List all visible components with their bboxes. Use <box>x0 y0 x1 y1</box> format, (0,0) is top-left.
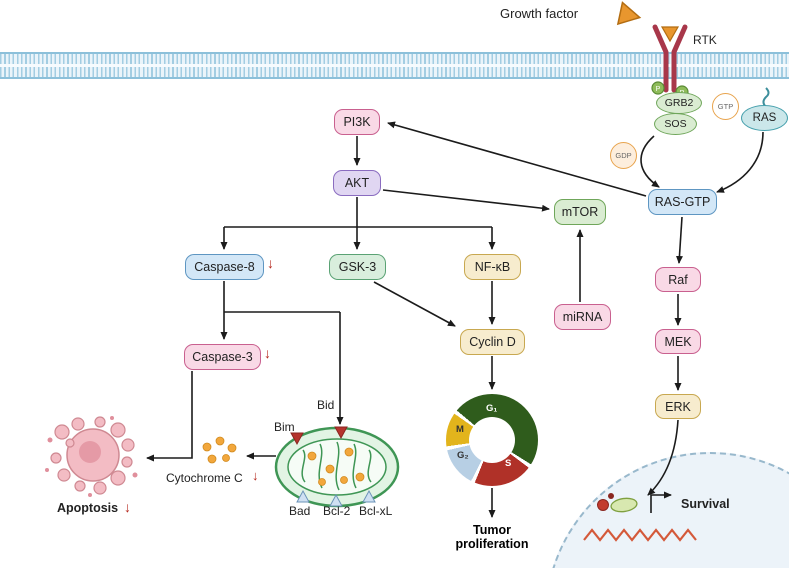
arrow-akt-mtor <box>382 189 550 212</box>
plasma-membrane <box>0 52 789 79</box>
arrow-ras-rasgtp <box>716 131 764 193</box>
arrow-rasgtp-raf <box>675 216 683 264</box>
node-cyclin-d: Cyclin D <box>460 329 525 355</box>
tumor-proliferation-label: Tumor proliferation <box>455 523 529 551</box>
cell-cycle-donut: G₁ S G₂ M <box>446 394 538 486</box>
node-gdp: GDP <box>610 142 637 169</box>
caspase8-decrease-arrow: ↓ <box>267 255 274 271</box>
bh3-protein-red-triangles-icon <box>290 426 348 446</box>
node-mek: MEK <box>655 329 701 354</box>
bid-label: Bid <box>317 398 335 412</box>
node-erk: ERK <box>655 394 701 419</box>
node-mtor: mTOR <box>554 199 606 225</box>
growth-factor-ligand-icon <box>616 1 680 43</box>
arrow-rasgtp-pi3k <box>387 121 647 197</box>
node-ras-gtp: RAS-GTP <box>648 189 717 215</box>
node-ras: RAS <box>741 105 788 131</box>
node-gtp: GTP <box>712 93 739 120</box>
akt-branch-connector <box>224 197 492 228</box>
node-akt: AKT <box>333 170 381 196</box>
node-caspase3: Caspase-3 <box>184 344 261 370</box>
apoptotic-cell-icon <box>45 416 138 497</box>
cell-cycle-s-label: S <box>505 458 512 469</box>
cytochrome-c-label: Cytochrome C <box>166 471 243 485</box>
arrow-gsk3-cyclind <box>373 281 456 327</box>
rtk-label: RTK <box>693 33 717 47</box>
node-raf: Raf <box>655 267 701 292</box>
membrane-leaflet-inner <box>0 67 789 77</box>
arrow-caspase3-apoptosis <box>146 371 193 462</box>
membrane-leaflet-outer <box>0 54 789 64</box>
membrane-gap <box>0 64 789 67</box>
mito-cytochrome-granules-icon <box>307 447 365 486</box>
arrow-sos-rasgtp <box>640 135 660 188</box>
bad-label: Bad <box>289 504 311 518</box>
bclxl-label: Bcl-xL <box>359 504 393 518</box>
node-pi3k: PI3K <box>334 109 380 135</box>
node-gsk3: GSK-3 <box>329 254 386 280</box>
node-sos: SOS <box>654 113 697 135</box>
survival-label: Survival <box>681 497 730 511</box>
apoptosis-label: Apoptosis <box>57 501 119 515</box>
node-grb2: GRB2 <box>656 92 702 114</box>
cell-cycle-m-label: M <box>456 424 464 435</box>
growth-factor-label: Growth factor <box>500 6 579 21</box>
node-nfkb: NF-κB <box>464 254 521 280</box>
bim-label: Bim <box>274 420 295 434</box>
bcl2-label: Bcl-2 <box>323 504 351 518</box>
cytochromec-decrease-arrow: ↓ <box>252 468 259 483</box>
cell-cycle-g1-label: G₁ <box>486 403 498 414</box>
svg-text:P: P <box>656 86 661 93</box>
nucleus <box>545 452 789 568</box>
cytochrome-c-dots-icon <box>202 436 237 464</box>
apoptosis-decrease-arrow: ↓ <box>124 499 131 515</box>
caspase3-decrease-arrow: ↓ <box>264 345 271 361</box>
node-mirna: miRNA <box>554 304 611 330</box>
cell-cycle-g2-label: G₂ <box>457 450 469 461</box>
mitochondria-icon <box>274 426 400 508</box>
node-caspase8: Caspase-8 <box>185 254 264 280</box>
